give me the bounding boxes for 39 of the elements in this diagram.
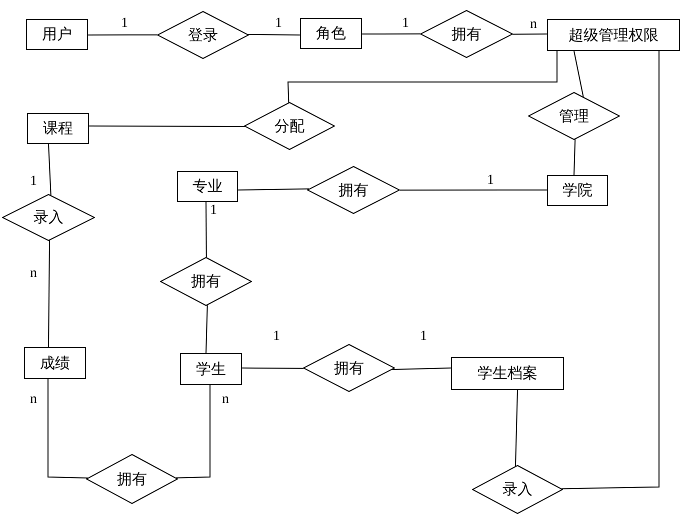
- relationship-diamond: 管理: [528, 92, 620, 140]
- connector-line: [574, 138, 576, 176]
- connector-line: [392, 368, 452, 370]
- connector-line: [512, 34, 548, 35]
- entity-box: 学生档案: [451, 357, 564, 390]
- connector-line: [48, 144, 52, 196]
- entity-box: 专业: [177, 171, 238, 202]
- connector-line: [88, 126, 246, 127]
- relationship-diamond: 拥有: [86, 454, 178, 504]
- connector-line: [48, 240, 50, 348]
- relationship-diamond: 录入: [2, 194, 95, 241]
- connector-line: [362, 33, 421, 34]
- entity-box: 课程: [27, 113, 89, 144]
- entity-box: 超级管理权限: [547, 19, 680, 51]
- connector-line: [206, 202, 207, 258]
- connector-line: [574, 50, 584, 98]
- relationship-diamond: 拥有: [160, 257, 252, 306]
- connector-line: [514, 390, 518, 467]
- connector-line: [238, 188, 310, 190]
- entity-box: 学生: [180, 353, 242, 385]
- entity-box: 角色: [300, 18, 362, 49]
- relationship-diamond: 拥有: [420, 10, 513, 58]
- relationship-diamond: 拥有: [303, 344, 395, 392]
- connector-line: [287, 50, 558, 103]
- connector-line: [88, 34, 158, 36]
- connector-line: [206, 304, 208, 354]
- connector-line: [561, 50, 660, 490]
- connector-line: [399, 190, 548, 191]
- relationship-diamond: 分配: [244, 102, 335, 150]
- relationship-diamond: 录入: [472, 465, 563, 514]
- connector-line: [48, 378, 88, 478]
- relationship-diamond: 拥有: [307, 166, 400, 214]
- connector-line: [248, 34, 300, 36]
- entity-box: 用户: [26, 19, 88, 50]
- connector-line: [175, 384, 210, 478]
- entity-box: 成绩: [24, 347, 86, 379]
- relationship-diamond: 登录: [157, 11, 249, 59]
- entity-box: 学院: [547, 175, 608, 206]
- connector-line: [242, 368, 304, 369]
